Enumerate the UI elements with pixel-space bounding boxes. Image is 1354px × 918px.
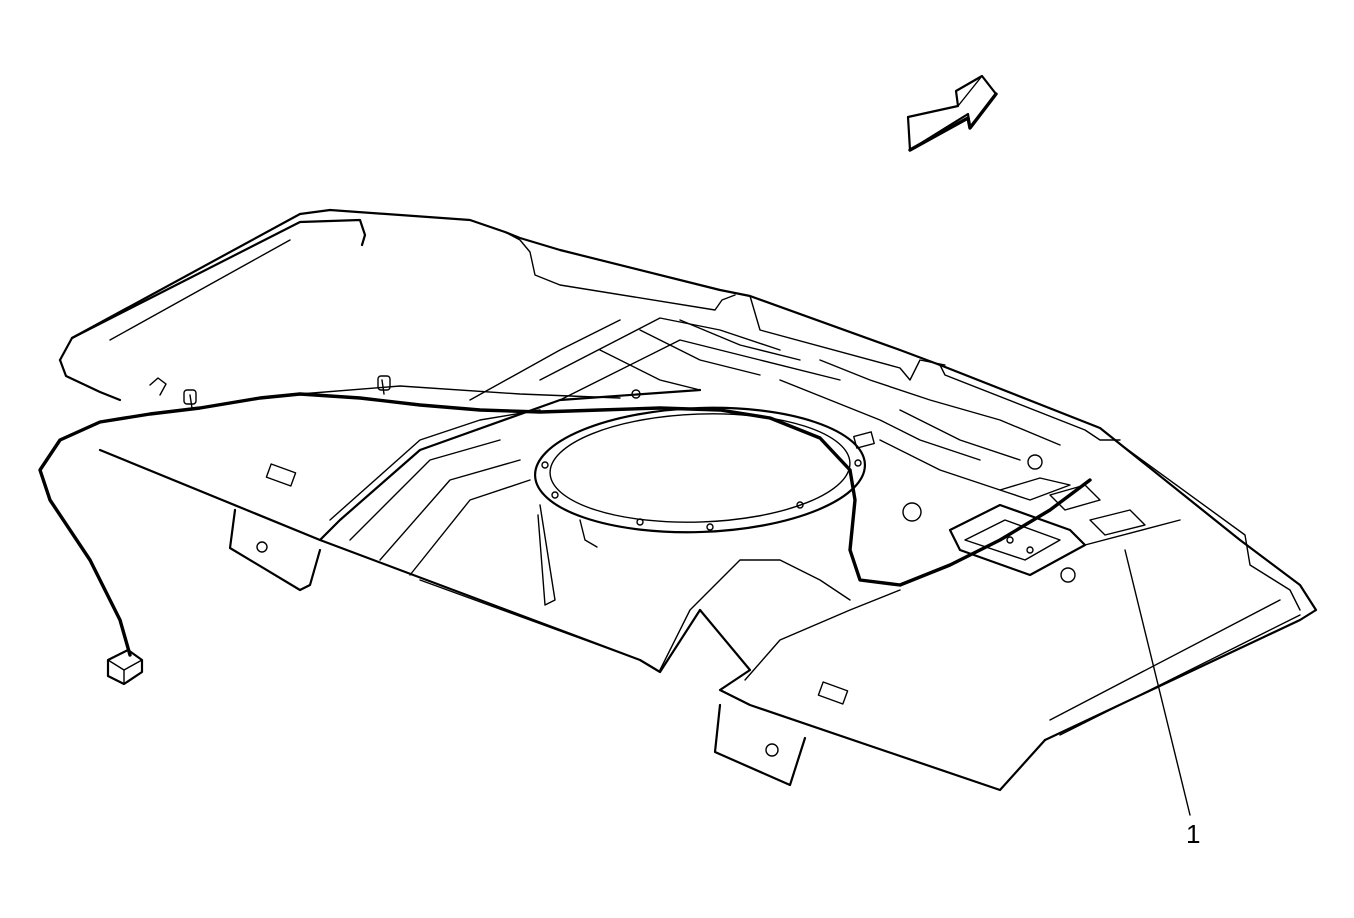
- rear-shelf-panel: [58, 208, 1318, 792]
- forward-arrow-icon: [906, 74, 998, 152]
- callout-1-label: 1: [1186, 819, 1200, 849]
- electrical-connector-icon: [106, 648, 144, 686]
- panel-ribbing: [329, 317, 1076, 681]
- wiring-harness-icon: [38, 375, 1092, 657]
- callout-1-leader: [1124, 549, 1191, 816]
- mounting-bracket: [948, 477, 1181, 577]
